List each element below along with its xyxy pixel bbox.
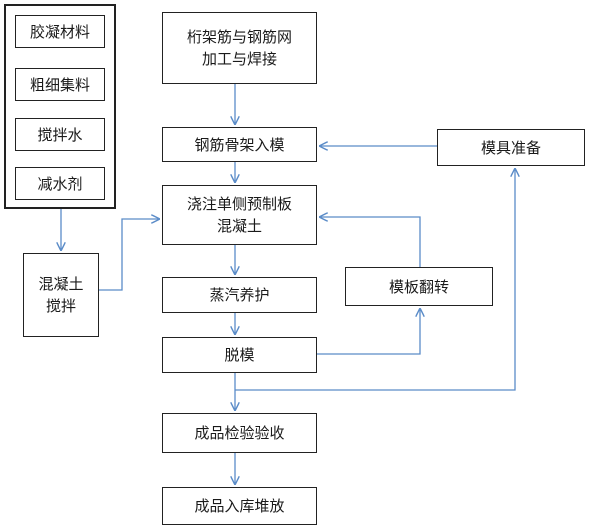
- arrow-mixing-to-pour: [99, 219, 159, 291]
- material-water: 搅拌水: [15, 118, 105, 151]
- node-mold-flip: 模板翻转: [345, 267, 493, 306]
- node-product-storage: 成品入库堆放: [162, 487, 317, 525]
- node-mold-preparation: 模具准备: [437, 129, 585, 166]
- node-truss-rebar-processing: 桁架筋与钢筋网 加工与焊接: [162, 12, 317, 84]
- material-water-reducer: 减水剂: [15, 167, 105, 200]
- node-steam-curing: 蒸汽养护: [162, 277, 317, 313]
- arrow-return-to-mold-prep: [235, 169, 515, 391]
- node-rebar-cage-into-mold: 钢筋骨架入模: [162, 127, 317, 162]
- material-cementitious: 胶凝材料: [15, 15, 105, 48]
- node-product-inspection: 成品检验验收: [162, 413, 317, 453]
- arrow-demold-to-mold-flip: [317, 309, 420, 355]
- node-demold: 脱模: [162, 337, 317, 373]
- node-concrete-mixing: 混凝土 搅拌: [23, 253, 99, 337]
- material-aggregate: 粗细集料: [15, 68, 105, 101]
- arrow-mold-flip-to-pour: [320, 217, 421, 267]
- node-pour-concrete: 浇注单侧预制板 混凝土: [162, 185, 317, 245]
